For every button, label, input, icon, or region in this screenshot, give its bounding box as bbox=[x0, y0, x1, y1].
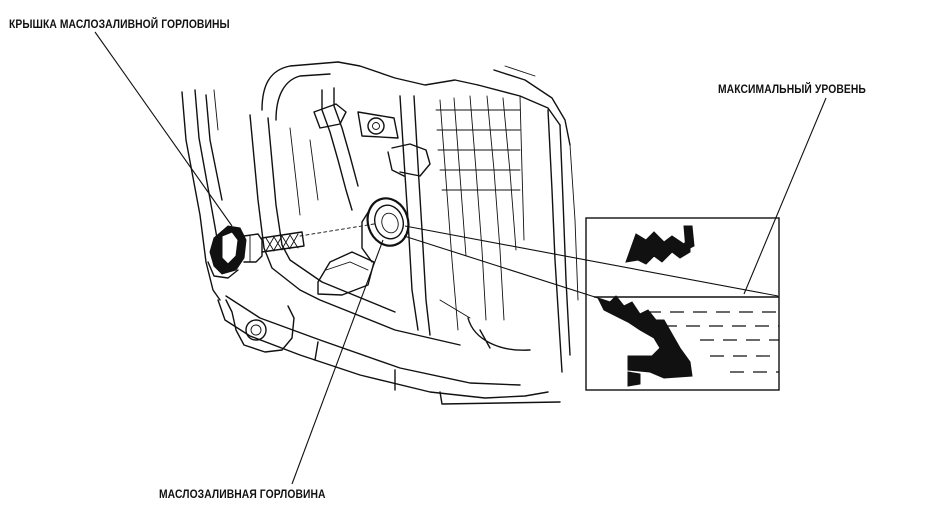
oil-filler-neck-label: МАСЛОЗАЛИВНАЯ ГОРЛОВИНА bbox=[159, 487, 326, 501]
oil-filler-cap-label: КРЫШКА МАСЛОЗАЛИВНОЙ ГОРЛОВИНЫ bbox=[9, 17, 230, 31]
engine-housing bbox=[181, 61, 579, 405]
oil-filler-neck bbox=[361, 197, 410, 263]
max-level-label: МАКСИМАЛЬНЫЙ УРОВЕНЬ bbox=[718, 82, 866, 96]
leader-lines bbox=[94, 31, 827, 485]
oil-filler-cap bbox=[207, 225, 305, 279]
max-level-inset bbox=[585, 217, 780, 391]
